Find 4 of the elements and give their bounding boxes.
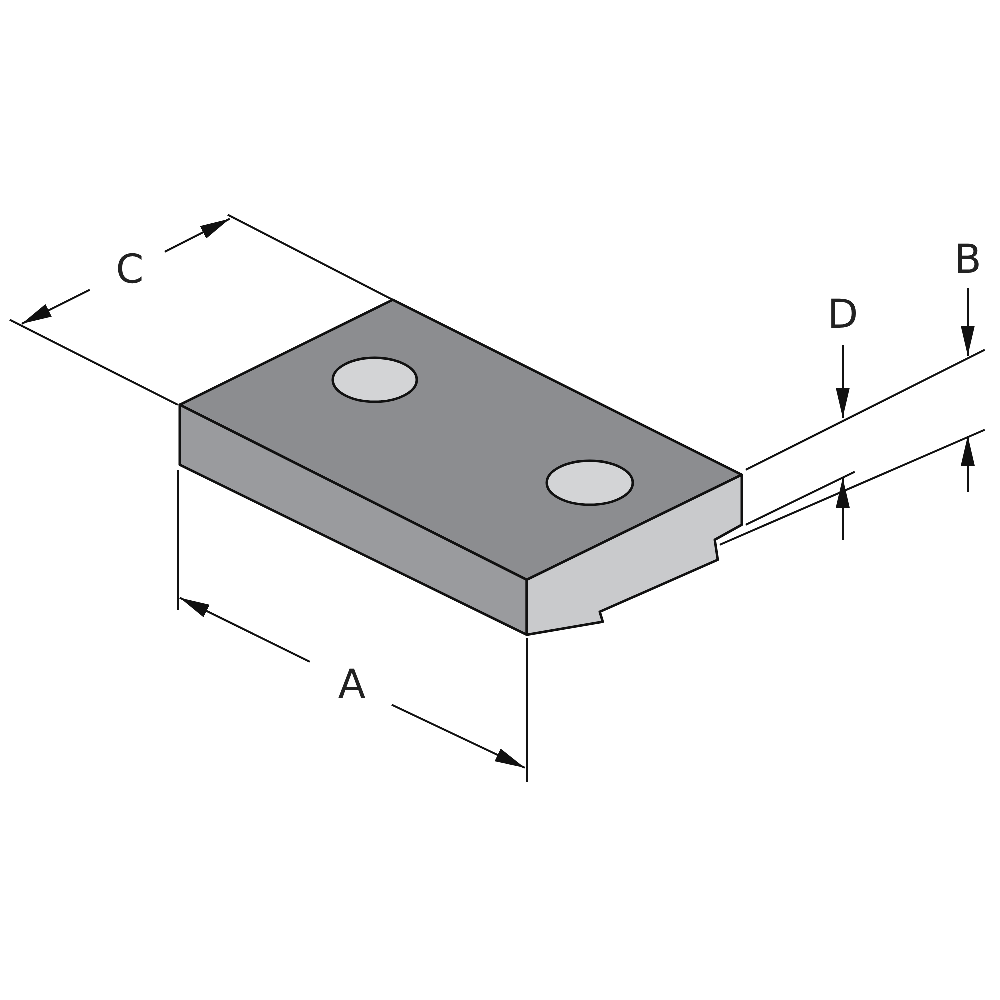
dimension-label: A (338, 665, 366, 705)
dimension-label: D (828, 295, 858, 335)
dimension-label: B (954, 240, 982, 280)
dimension-label: C (116, 250, 144, 290)
